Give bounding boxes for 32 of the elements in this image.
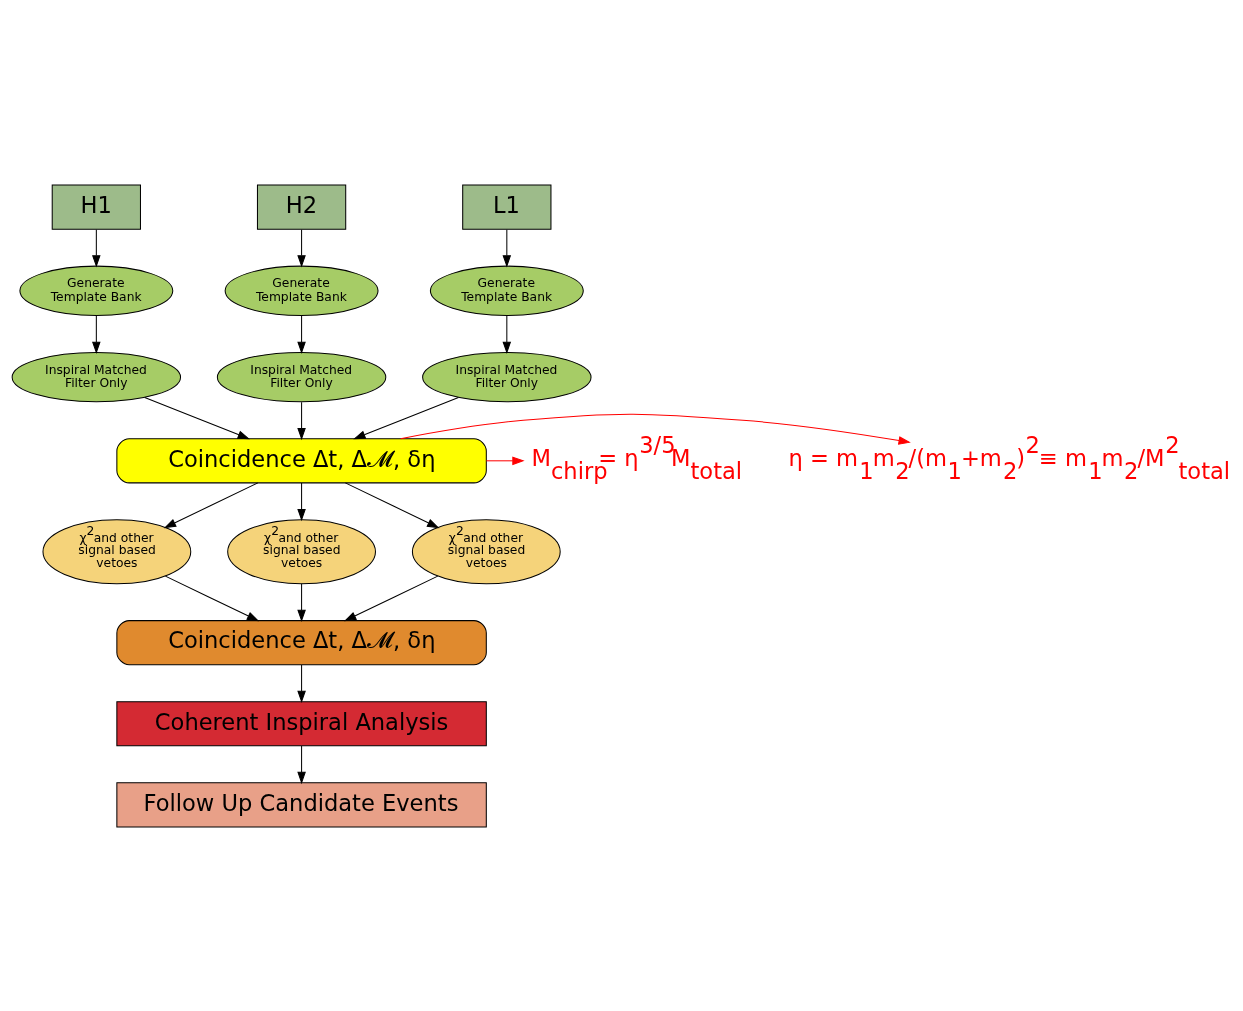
- node-box: L1: [462, 184, 552, 230]
- node-box: H2: [256, 184, 347, 230]
- arrow: [163, 481, 259, 528]
- arrow: [297, 582, 306, 622]
- arrow: [164, 575, 260, 621]
- node-box: Coincidence Δt, Δ𝓜, δη: [116, 437, 487, 483]
- arrow: [353, 396, 459, 439]
- arrow: [92, 314, 101, 354]
- arrow: [343, 575, 439, 621]
- arrow: [502, 228, 512, 267]
- node-ellipse: Generate Template Bank: [19, 265, 174, 316]
- node-box: Coincidence Δt, Δ𝓜, δη: [116, 619, 487, 665]
- arrow: [297, 481, 306, 521]
- arrow: [297, 744, 306, 784]
- node-ellipse: Inspiral Matched Filter Only: [422, 351, 592, 402]
- node-ellipse: Generate Template Bank: [429, 265, 584, 316]
- node-ellipse: Inspiral Matched Filter Only: [11, 351, 182, 402]
- arrow: [297, 401, 306, 440]
- node-ellipse: Inspiral Matched Filter Only: [216, 351, 387, 402]
- arrow: [400, 413, 911, 445]
- node-box: Follow Up Candidate Events: [116, 781, 487, 827]
- arrow: [92, 228, 101, 267]
- arrow: [344, 481, 440, 528]
- node-ellipse: Generate Template Bank: [224, 265, 379, 316]
- arrow: [297, 314, 306, 354]
- arrow: [297, 663, 306, 703]
- arrow: [502, 314, 512, 354]
- node-box: H1: [51, 184, 141, 230]
- arrow: [485, 456, 525, 465]
- arrow: [144, 396, 250, 439]
- node-box: Coherent Inspiral Analysis: [116, 700, 487, 746]
- arrow: [297, 228, 306, 267]
